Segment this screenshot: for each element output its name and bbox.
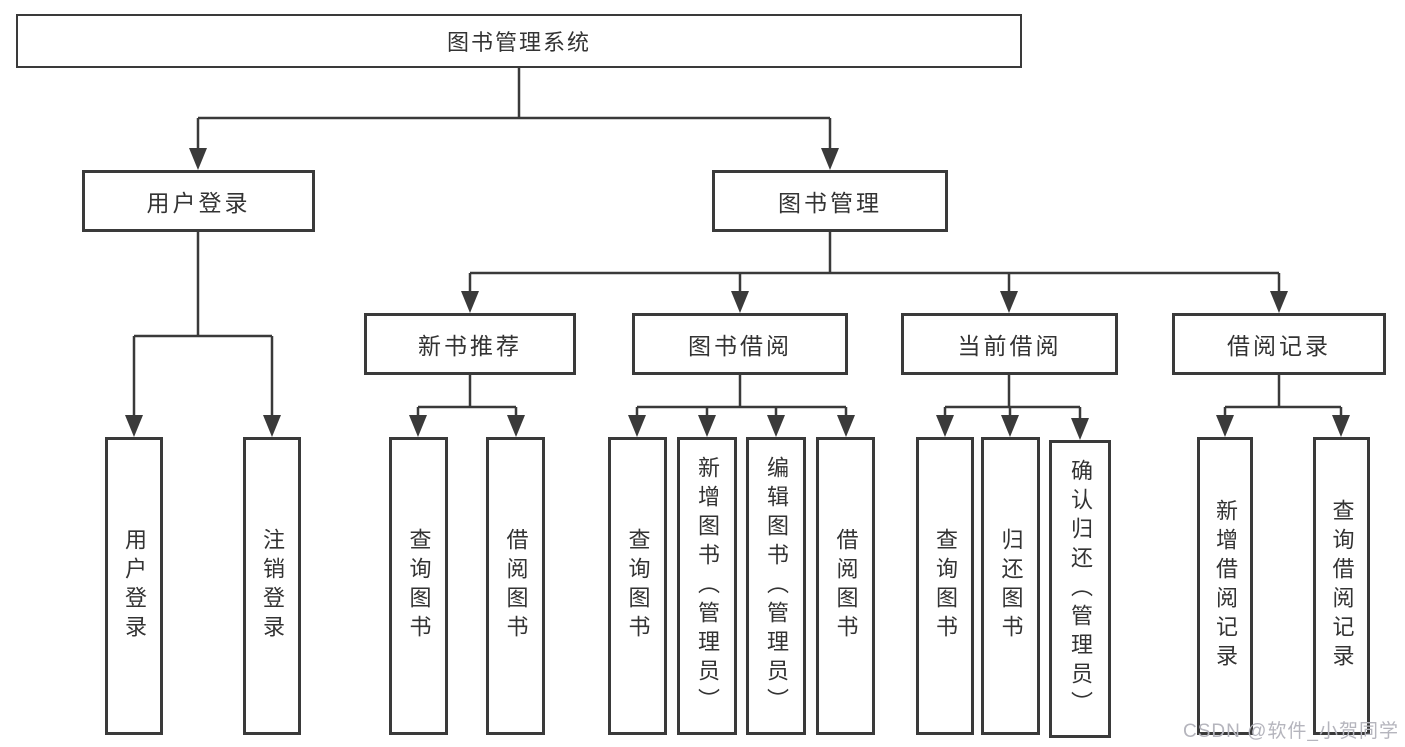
node-current-borrowing: 当前借阅	[901, 313, 1118, 375]
node-borrow-books: 借阅图书	[816, 437, 875, 735]
node-book-borrowing: 图书借阅	[632, 313, 848, 375]
node-label: 注销登录	[260, 528, 285, 644]
node-label: 借阅图书	[503, 528, 529, 644]
node-label: 新增图书（管理员）	[695, 455, 720, 717]
node-add-borrow-record: 新增借阅记录	[1197, 437, 1253, 735]
node-book-management-branch: 图书管理	[712, 170, 948, 232]
node-label: 查询图书	[406, 528, 432, 644]
node-label: 编辑图书（管理员）	[764, 455, 789, 717]
node-user-login-branch: 用户登录	[82, 170, 315, 232]
node-label: 借阅图书	[833, 528, 859, 644]
node-query-books-current: 查询图书	[916, 437, 974, 735]
node-label: 查询图书	[933, 528, 958, 644]
node-add-book-admin: 新增图书（管理员）	[677, 437, 737, 735]
node-query-borrow-record: 查询借阅记录	[1313, 437, 1370, 735]
node-label: 归还图书	[998, 528, 1024, 644]
node-new-book-recommendation: 新书推荐	[364, 313, 576, 375]
node-label: 用户登录	[122, 528, 147, 644]
csdn-watermark: CSDN @软件_小贺同学	[1183, 721, 1399, 742]
node-query-books-borrowing: 查询图书	[608, 437, 667, 735]
node-label: 新增借阅记录	[1213, 499, 1238, 673]
node-user-login: 用户登录	[105, 437, 163, 735]
node-label: 确认归还（管理员）	[1068, 458, 1093, 720]
node-label: 查询图书	[625, 528, 651, 644]
node-query-books-recommend: 查询图书	[389, 437, 448, 735]
node-logout: 注销登录	[243, 437, 301, 735]
node-confirm-return-admin: 确认归还（管理员）	[1049, 440, 1111, 738]
node-label: 查询借阅记录	[1329, 499, 1355, 673]
node-edit-book-admin: 编辑图书（管理员）	[746, 437, 806, 735]
node-borrowing-records: 借阅记录	[1172, 313, 1386, 375]
node-library-management-system: 图书管理系统	[16, 14, 1022, 68]
node-borrow-books-recommend: 借阅图书	[486, 437, 545, 735]
node-return-book: 归还图书	[981, 437, 1040, 735]
